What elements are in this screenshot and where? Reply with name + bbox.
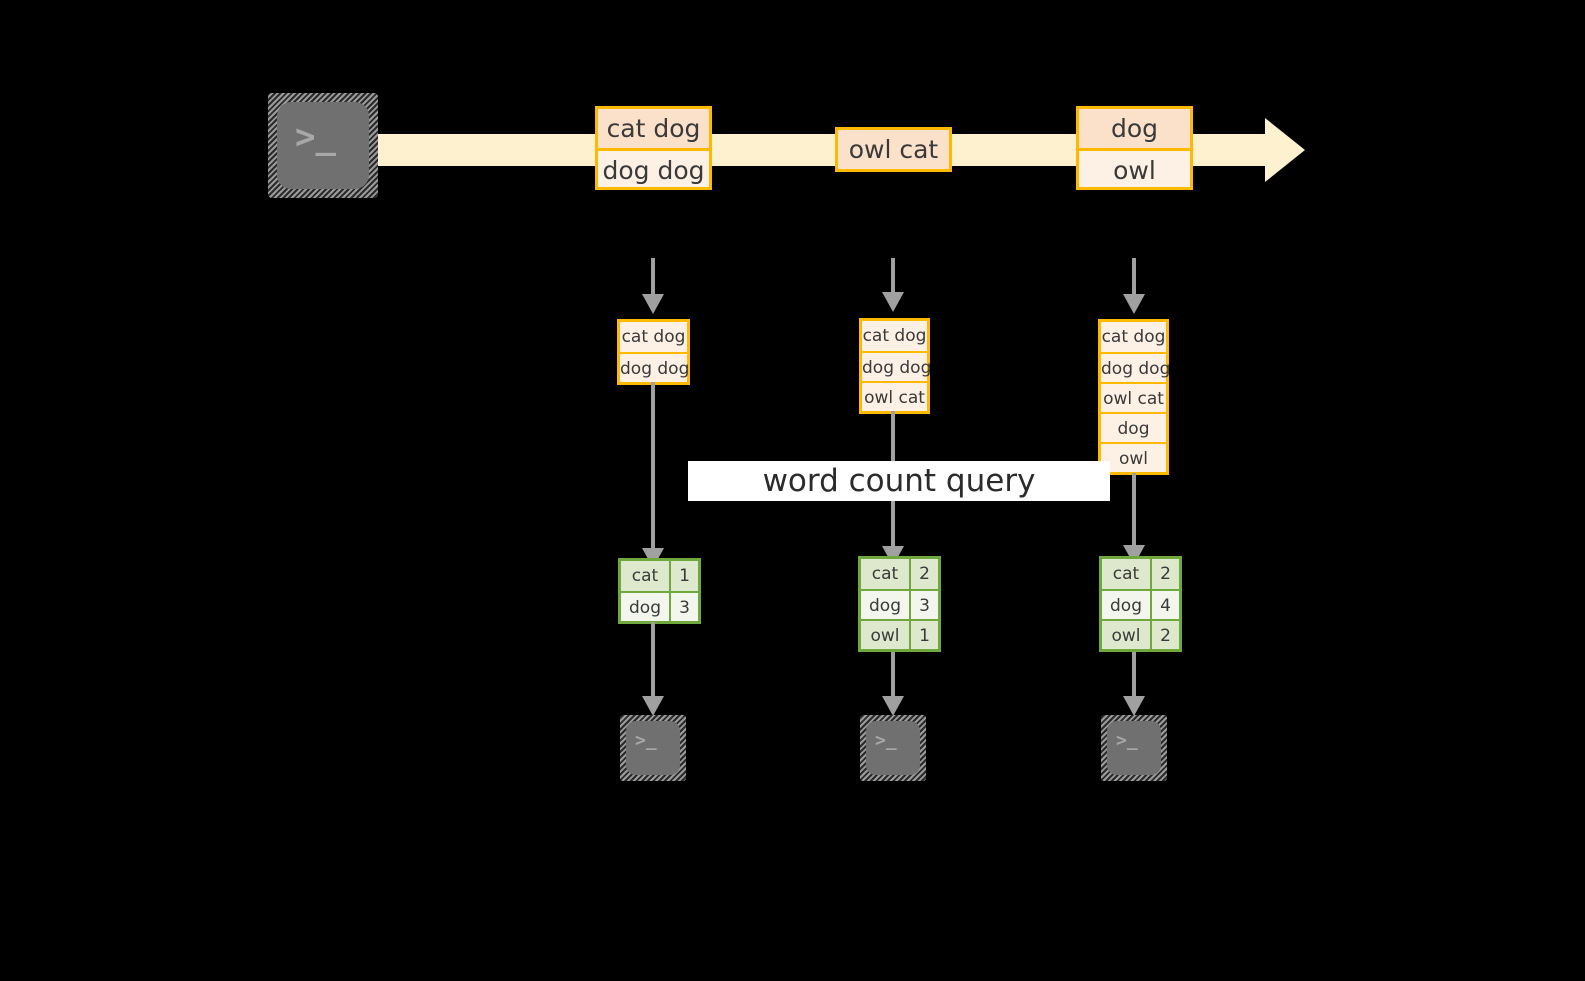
input-table-row: dog dog <box>620 352 689 382</box>
result-table-snapshot-3[interactable]: cat 2 dog 4 owl 2 <box>1099 556 1182 652</box>
result-table-row: cat 2 <box>1102 559 1179 589</box>
result-count-cell: 1 <box>909 621 938 649</box>
stream-to-table-connector <box>891 258 895 292</box>
result-count-cell: 4 <box>1150 591 1179 619</box>
result-count-cell: 2 <box>909 559 938 589</box>
sink-terminal-body: >_ <box>866 721 920 775</box>
result-table-row: dog 3 <box>621 591 698 621</box>
result-word-cell: cat <box>1102 559 1150 589</box>
sink-terminal-body: >_ <box>1107 721 1161 775</box>
sink-terminal-icon-snapshot-3[interactable]: >_ <box>1101 715 1167 781</box>
result-count-cell: 1 <box>669 561 698 591</box>
sink-connector <box>651 622 655 696</box>
result-word-cell: dog <box>1102 591 1150 619</box>
query-label: word count query <box>762 463 1036 499</box>
result-word-cell: dog <box>861 591 909 619</box>
stream-message-batch-2[interactable]: owl cat <box>835 127 952 172</box>
result-table-row: cat 1 <box>621 561 698 591</box>
query-label-band: word count query <box>688 461 1110 501</box>
input-table-row: dog dog <box>1101 352 1170 382</box>
result-table-row: dog 4 <box>1102 589 1179 619</box>
input-table-row: owl <box>1101 442 1166 472</box>
stream-to-table-connector <box>1132 258 1136 294</box>
input-table-row: dog <box>1101 412 1166 442</box>
input-table-snapshot-2[interactable]: cat dog dog dog owl cat <box>859 318 931 414</box>
sink-connector-arrowhead <box>1123 696 1145 716</box>
stream-message-row: owl <box>1079 148 1190 187</box>
result-table-snapshot-2[interactable]: cat 2 dog 3 owl 1 <box>858 556 941 652</box>
sink-terminal-body: >_ <box>626 721 680 775</box>
input-table-row: owl cat <box>1101 382 1166 412</box>
result-table-row: dog 3 <box>861 589 938 619</box>
stream-to-table-arrowhead <box>1123 294 1145 314</box>
sink-connector <box>891 652 895 696</box>
input-table-snapshot-1[interactable]: cat dog dog dog <box>617 319 690 385</box>
stream-to-table-connector <box>651 258 655 294</box>
stream-message-batch-1[interactable]: cat dog dog dog <box>595 106 712 190</box>
result-table-row: owl 1 <box>861 619 938 649</box>
sink-connector-arrowhead <box>882 696 904 716</box>
input-table-row: owl cat <box>862 381 927 411</box>
terminal-prompt-glyph: >_ <box>635 730 657 751</box>
source-terminal-icon[interactable]: >_ <box>268 93 378 198</box>
stream-to-table-arrowhead <box>882 292 904 312</box>
source-terminal-body: >_ <box>277 102 369 189</box>
event-stream-arrowhead <box>1265 118 1305 182</box>
input-table-row: dog dog <box>862 351 931 381</box>
stream-message-row: owl cat <box>838 130 949 169</box>
result-word-cell: cat <box>861 559 909 589</box>
sink-connector-arrowhead <box>642 696 664 716</box>
stream-message-row: cat dog <box>598 109 709 148</box>
result-table-snapshot-1[interactable]: cat 1 dog 3 <box>618 558 701 624</box>
result-count-cell: 2 <box>1150 559 1179 589</box>
input-table-row: cat dog <box>862 326 927 346</box>
input-table-row: cat dog <box>621 327 686 347</box>
stream-message-row: dog <box>1079 109 1190 148</box>
stream-to-table-arrowhead <box>642 294 664 314</box>
result-word-cell: owl <box>1102 621 1150 649</box>
terminal-prompt-glyph: >_ <box>1116 730 1138 751</box>
input-table-row: cat dog <box>1101 327 1166 347</box>
result-word-cell: cat <box>621 561 669 591</box>
sink-terminal-icon-snapshot-2[interactable]: >_ <box>860 715 926 781</box>
result-word-cell: dog <box>621 593 669 621</box>
result-count-cell: 3 <box>669 593 698 621</box>
sink-terminal-icon-snapshot-1[interactable]: >_ <box>620 715 686 781</box>
result-word-cell: owl <box>861 621 909 649</box>
input-table-snapshot-3[interactable]: cat dog dog dog owl cat dog owl <box>1098 319 1170 475</box>
sink-connector <box>1132 652 1136 696</box>
terminal-prompt-glyph: >_ <box>875 730 897 751</box>
result-count-cell: 3 <box>909 591 938 619</box>
terminal-prompt-glyph: >_ <box>295 117 336 157</box>
query-connector <box>1132 473 1136 545</box>
query-connector <box>651 382 655 548</box>
stream-message-row: dog dog <box>598 148 709 187</box>
result-table-row: owl 2 <box>1102 619 1179 649</box>
result-table-row: cat 2 <box>861 559 938 589</box>
result-count-cell: 2 <box>1150 621 1179 649</box>
stream-message-batch-3[interactable]: dog owl <box>1076 106 1193 190</box>
